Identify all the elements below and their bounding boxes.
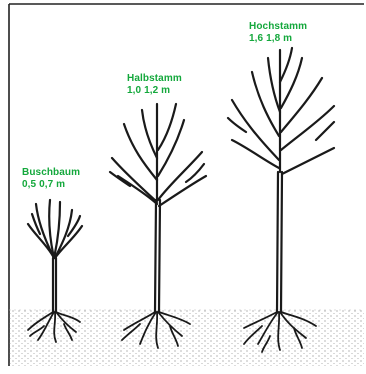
label-buschbaum: Buschbaum 0,5 0,7 m [22, 167, 80, 191]
label-hochstamm: Hochstamm 1,6 1,8 m [249, 21, 307, 45]
tree-height: 0,5 0,7 m [22, 179, 80, 191]
tree-height: 1,0 1,2 m [127, 85, 182, 97]
branches [110, 104, 206, 206]
tree-height: 1,6 1,8 m [249, 33, 307, 45]
tree-name: Buschbaum [22, 167, 80, 179]
branches [28, 200, 82, 258]
tree-hochstamm [228, 48, 334, 352]
branches [228, 48, 334, 174]
tree-name: Hochstamm [249, 21, 307, 33]
trunk [155, 200, 160, 312]
trunk [53, 258, 56, 312]
trunk [277, 172, 282, 312]
tree-name: Halbstamm [127, 73, 182, 85]
label-halbstamm: Halbstamm 1,0 1,2 m [127, 73, 182, 97]
